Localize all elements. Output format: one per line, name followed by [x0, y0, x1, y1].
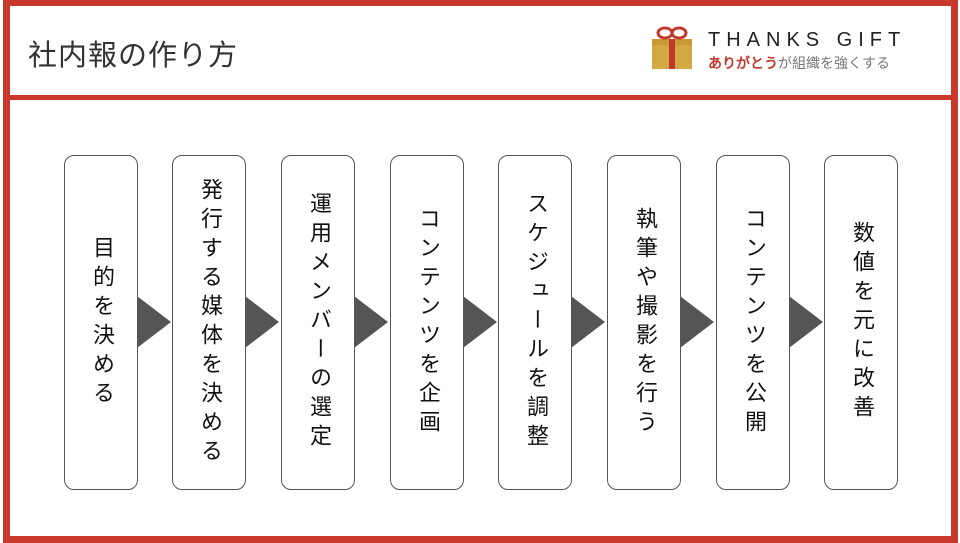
arrow-right-icon [137, 296, 171, 348]
step-label: 目的を決める [89, 235, 114, 410]
step-label: 発行する媒体を決める [197, 177, 222, 468]
thanks-gift-logo: THANKS GIFT ありがとうが組織を強くする [650, 25, 940, 75]
step-box: コンテンツを公開 [716, 155, 790, 490]
slide-frame [3, 0, 958, 543]
logo-name: THANKS GIFT [708, 29, 907, 51]
step-box: 運用メンバーの選定 [281, 155, 355, 490]
logo-tagline: ありがとうが組織を強くする [708, 53, 890, 73]
step-label: 数値を元に改善 [849, 221, 874, 424]
step-box: スケジュールを調整 [498, 155, 572, 490]
step-box: 発行する媒体を決める [172, 155, 246, 490]
step-box: 執筆や撮影を行う [607, 155, 681, 490]
step-label: コンテンツを企画 [415, 206, 440, 439]
arrow-right-icon [463, 296, 497, 348]
header-divider [3, 95, 958, 100]
step-box: 目的を決める [64, 155, 138, 490]
logo-tagline-rest: が組織を強くする [778, 56, 890, 72]
step-box: コンテンツを企画 [390, 155, 464, 490]
step-label: コンテンツを公開 [741, 206, 766, 439]
logo-tagline-highlight: ありがとう [708, 56, 778, 72]
step-label: 運用メンバーの選定 [306, 192, 331, 453]
step-box: 数値を元に改善 [824, 155, 898, 490]
step-label: スケジュールを調整 [523, 192, 548, 453]
gift-box-icon [652, 26, 692, 69]
step-label: 執筆や撮影を行う [632, 206, 657, 439]
arrow-right-icon [789, 296, 823, 348]
page-title: 社内報の作り方 [28, 38, 239, 72]
arrow-right-icon [354, 296, 388, 348]
arrow-right-icon [680, 296, 714, 348]
arrow-right-icon [571, 296, 605, 348]
arrow-right-icon [245, 296, 279, 348]
